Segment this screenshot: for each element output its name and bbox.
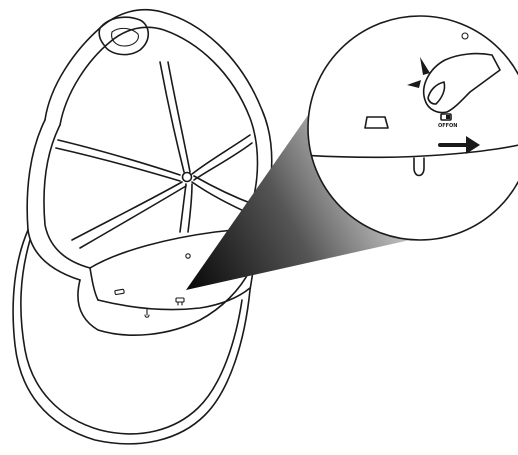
cap-pin-small bbox=[145, 308, 149, 317]
cap-sweatband-side bbox=[90, 268, 98, 300]
switch-on-label: ON bbox=[449, 123, 457, 129]
cap-panel-seams bbox=[56, 62, 258, 248]
cap-sweatband-lower bbox=[98, 288, 250, 310]
cap-switch-small bbox=[176, 298, 184, 305]
cap-usb-slot bbox=[115, 289, 125, 295]
cap-back-strap bbox=[99, 17, 148, 54]
switch-off-label: OFF bbox=[438, 123, 449, 129]
cap-lens-hole bbox=[186, 254, 190, 258]
cap-crown-outer bbox=[45, 10, 272, 250]
cap-top-button bbox=[183, 173, 192, 182]
switch-knob bbox=[446, 115, 450, 119]
